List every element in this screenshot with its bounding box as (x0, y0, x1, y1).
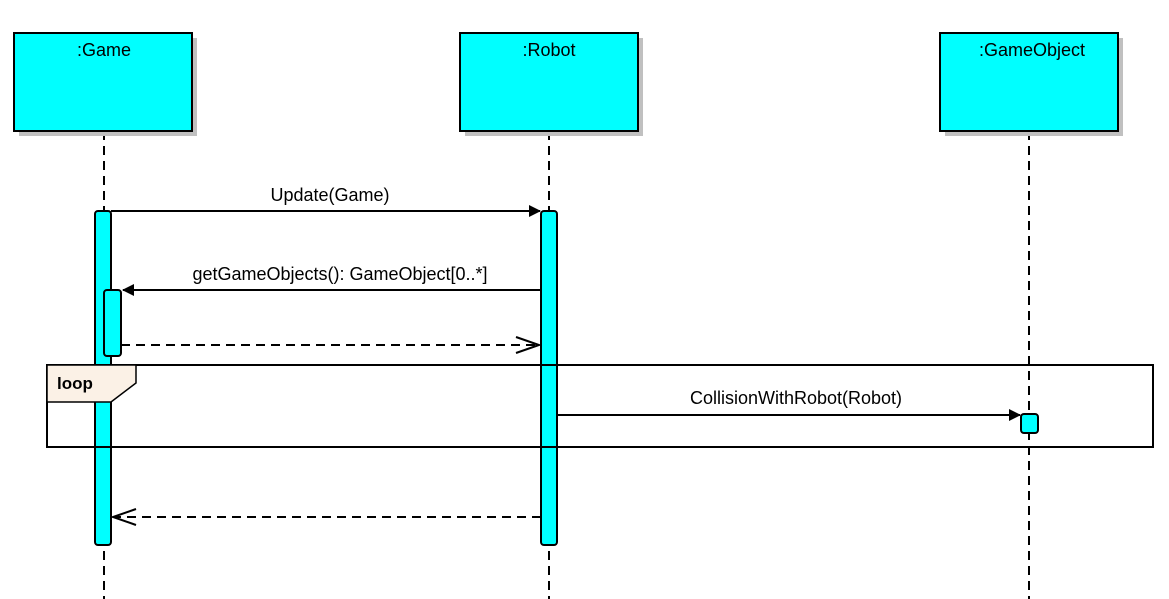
message-collision-label: CollisionWithRobot(Robot) (690, 388, 902, 408)
participant-game-label: :Game (77, 40, 131, 60)
participant-gameobject[interactable]: :GameObject (939, 32, 1119, 132)
return-get-game-objects[interactable] (121, 336, 543, 354)
return-get-game-objects-arrowhead (515, 336, 543, 354)
loop-fragment-tab (46, 364, 137, 403)
message-get-game-objects[interactable]: getGameObjects(): GameObject[0..*] (122, 264, 541, 296)
message-collision[interactable]: CollisionWithRobot(Robot) (557, 388, 1021, 421)
participant-robot-label: :Robot (522, 40, 575, 60)
message-update-label: Update(Game) (270, 185, 389, 205)
loop-fragment-label: loop (57, 374, 93, 393)
participant-robot[interactable]: :Robot (459, 32, 639, 132)
message-get-game-objects-label: getGameObjects(): GameObject[0..*] (192, 264, 487, 284)
activation-robot[interactable] (540, 210, 558, 546)
activation-gameobject[interactable] (1020, 413, 1039, 434)
message-update[interactable]: Update(Game) (111, 185, 541, 217)
participant-gameobject-label: :GameObject (979, 40, 1085, 60)
return-update-arrowhead (109, 508, 137, 526)
loop-fragment[interactable]: loop (46, 364, 1154, 448)
return-update[interactable] (109, 508, 541, 526)
activation-game-nested[interactable] (103, 289, 122, 357)
participant-game[interactable]: :Game (13, 32, 193, 132)
